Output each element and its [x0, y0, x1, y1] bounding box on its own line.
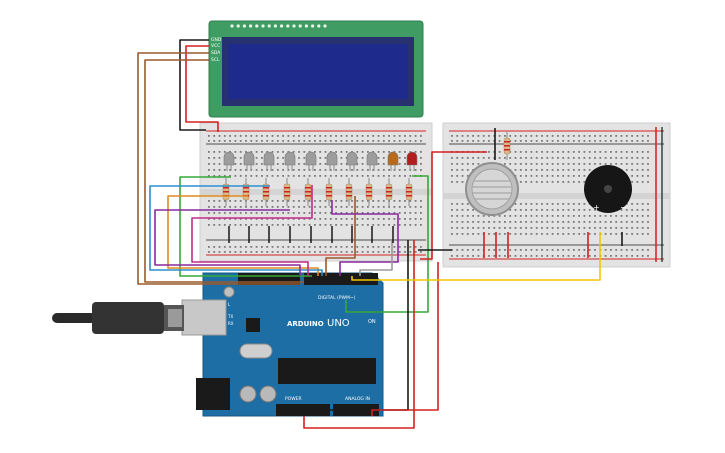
led-row [223, 151, 418, 171]
usb-b-port [181, 299, 227, 336]
usb-chip [246, 318, 260, 332]
wire-green-2 [345, 175, 429, 313]
wire-red-a0 [371, 262, 439, 416]
led [406, 151, 418, 171]
wire-yellow-buzzer [351, 232, 601, 281]
lcd-pin-vcc: VCC [211, 43, 220, 49]
wire-gray [359, 240, 393, 276]
on-label: ON [368, 319, 376, 325]
wire-brown-2 [325, 196, 356, 276]
wires [137, 39, 623, 429]
capacitor-2 [259, 385, 277, 403]
resistor-row [222, 132, 511, 206]
arduino-brand: ARDUINO [287, 320, 324, 328]
sensor-resistor [503, 132, 511, 160]
lcd-pin-scl: SCL [211, 57, 220, 63]
wire-red-5v [303, 240, 415, 429]
resistor [304, 178, 312, 206]
piezo-buzzer[interactable]: + − [584, 165, 632, 213]
power-label: POWER [285, 396, 302, 402]
led [284, 151, 296, 171]
breadboard-right-trench [443, 193, 670, 199]
capacitor-1 [239, 385, 257, 403]
wire-blue-1 [149, 185, 323, 276]
resistor [385, 178, 393, 206]
wire-purple-2 [331, 200, 399, 276]
wire-purple-1 [154, 209, 301, 276]
led [243, 151, 255, 171]
wire-lcd-vcc [185, 45, 219, 132]
wire-black-gnd [301, 240, 409, 416]
analog-label: ANALOG IN [345, 396, 370, 402]
resistor [405, 178, 413, 206]
crystal-oscillator [239, 343, 273, 359]
led [346, 151, 358, 171]
led [305, 151, 317, 171]
lcd-header-pins [230, 24, 327, 28]
l-label: L [228, 302, 231, 307]
digital-label: DIGITAL (PWM~) [318, 295, 356, 301]
wire-lcd-gnd [179, 39, 209, 131]
led [263, 151, 275, 171]
wire-magenta-1 [191, 185, 313, 276]
atmega-chip [278, 358, 376, 384]
buzzer-plus: + [593, 203, 600, 212]
lcd-screen [228, 44, 408, 99]
breadboard-left-trench [200, 189, 432, 195]
rx-label: RX [228, 321, 234, 326]
resistor [365, 178, 373, 206]
lcd-module[interactable]: GND VCC SDA SCL [208, 20, 424, 118]
buzzer-minus: − [620, 203, 627, 212]
wire-red-sensor [420, 151, 487, 260]
dc-power-jack [196, 378, 230, 410]
led [223, 151, 235, 171]
led [326, 151, 338, 171]
wire-lcd-sda [137, 52, 300, 285]
resistor [325, 178, 333, 206]
wire-lcd-scl [144, 59, 304, 283]
tx-label: TX [227, 314, 233, 319]
lcd-pin-sda: SDA [211, 50, 221, 56]
led [387, 151, 399, 171]
resistor [262, 178, 270, 206]
gas-sensor[interactable] [465, 162, 519, 216]
resistor [283, 178, 291, 206]
digital-header-right [304, 273, 378, 285]
arduino-model: UNO [327, 318, 350, 329]
resistor [345, 178, 353, 206]
usb-cable [52, 302, 184, 334]
reset-button[interactable] [223, 286, 235, 298]
breadboard-left-ground-jumpers [228, 226, 394, 243]
lcd-pin-gnd: GND [211, 37, 222, 43]
arduino-uno-board[interactable]: ARDUINO UNO ON TX RX L DIGITAL (PWM~) PO… [181, 272, 384, 417]
wire-green-1 [179, 176, 312, 277]
led [366, 151, 378, 171]
lcd-pin-labels: GND VCC SDA SCL [211, 37, 222, 63]
